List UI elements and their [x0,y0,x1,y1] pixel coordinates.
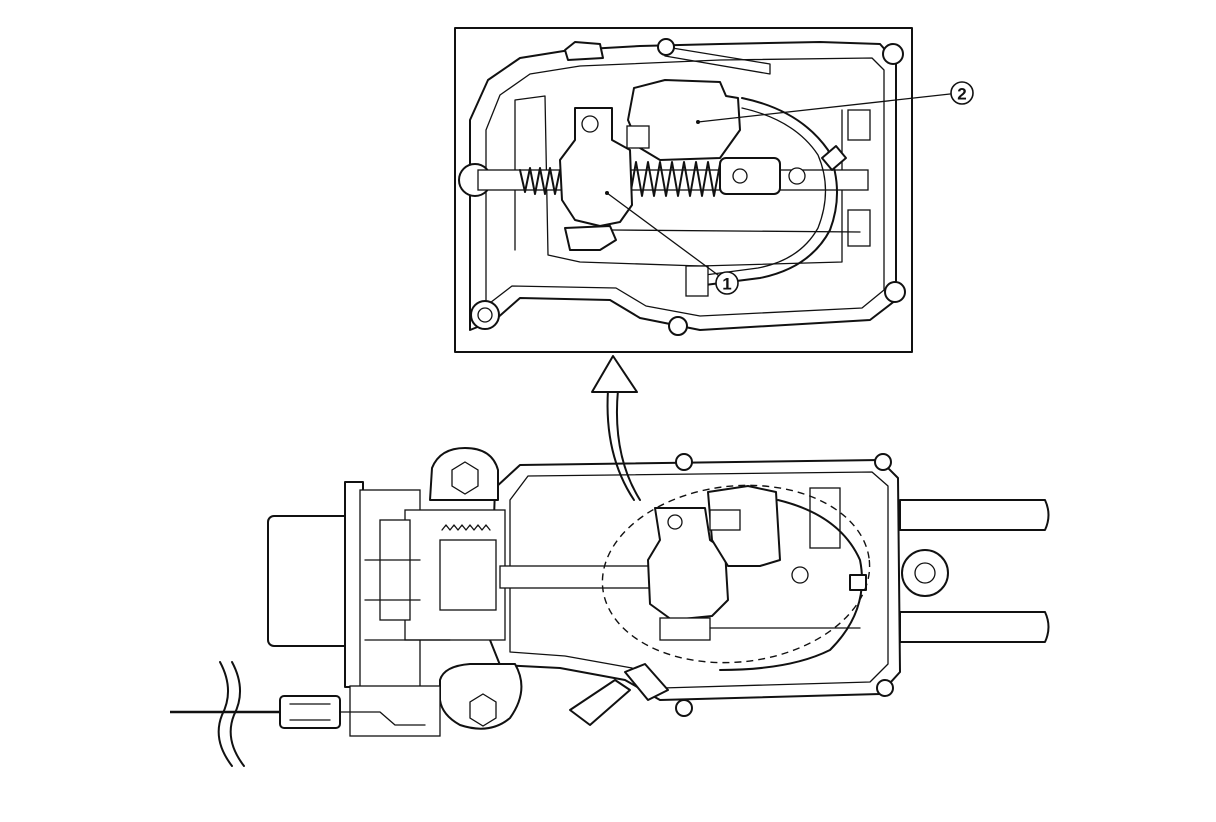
leader-line-2 [697,93,951,123]
hose-fitting [569,679,631,726]
main-switch [707,485,781,567]
inset-bolt-hole [668,316,688,336]
housing-bolt [675,453,693,471]
cable-break-left [217,661,233,767]
inset-harness-connector [685,265,709,297]
main-guide [809,487,841,549]
housing-bolt [675,699,693,717]
actuator-foot [564,225,617,251]
housing-inner [509,471,889,689]
inset-spring-left [519,167,561,195]
inset-bracket-hole [788,167,806,185]
main-bracket-hole [791,566,809,584]
connector [279,695,341,729]
callout-2-label: 2 [957,85,966,104]
inset-harness-clip [821,145,847,171]
main-harness-clip [849,574,867,591]
inset-bracket [719,157,781,195]
callout-1-circle [715,271,739,295]
inset-harness-inner [704,107,827,276]
inset-guide-bottom [847,209,871,247]
inset-cavity [514,95,843,267]
inset-housing-inner [485,57,885,317]
callout-2-circle [950,81,974,105]
inset-bracket-hole [732,168,748,184]
hex-bolt-top [451,461,479,495]
pipe-flange-inner [914,562,936,584]
main-harness [719,499,863,671]
motor-base [349,685,441,737]
main-shaft [499,565,661,589]
pipe-upper [899,499,1050,531]
leader-line-1 [606,192,723,279]
gear-teeth [441,524,491,531]
callout-1-label: 1 [722,275,731,294]
gear [439,539,497,611]
inset-bolt-hole [882,43,904,65]
hose-fitting-body [624,663,669,701]
main-actuator [647,507,729,621]
motor-cap [267,515,354,647]
cable-break-right [229,661,245,767]
pipe-lower [899,611,1050,643]
inset-frame [454,27,913,353]
inset-bolt-hole [884,281,906,303]
inset-bolt-hole-inner [477,307,493,323]
actuator-body [559,107,633,227]
main-assembly [170,447,1050,767]
callout-2: 2 [950,81,974,105]
connector-lead [339,711,426,726]
housing-outer [489,459,901,701]
arrow-up-icon [591,355,641,501]
main-switch-connector [709,509,741,531]
inset-housing-outer [469,41,897,331]
switch-connector [626,125,650,149]
callout-1: 1 [715,271,739,295]
main-actuator-foot [659,617,711,641]
housing-bolt [874,453,892,471]
inset-spring-right [624,161,721,197]
inset-bolt-hole [657,38,675,56]
actuator-bolt [581,115,599,133]
inset-harness [704,97,838,286]
detail-area-ellipse [601,484,871,664]
inset-guide-top [847,109,871,141]
hex-bolt-bottom [469,693,497,727]
housing-bolt [876,679,894,697]
motor-inner [379,519,411,621]
inset-top-tab [564,41,604,61]
inset-rod [611,229,861,233]
main-actuator-bolt [667,514,683,530]
inset-top-rail [659,45,771,75]
detail-inset [454,27,913,353]
